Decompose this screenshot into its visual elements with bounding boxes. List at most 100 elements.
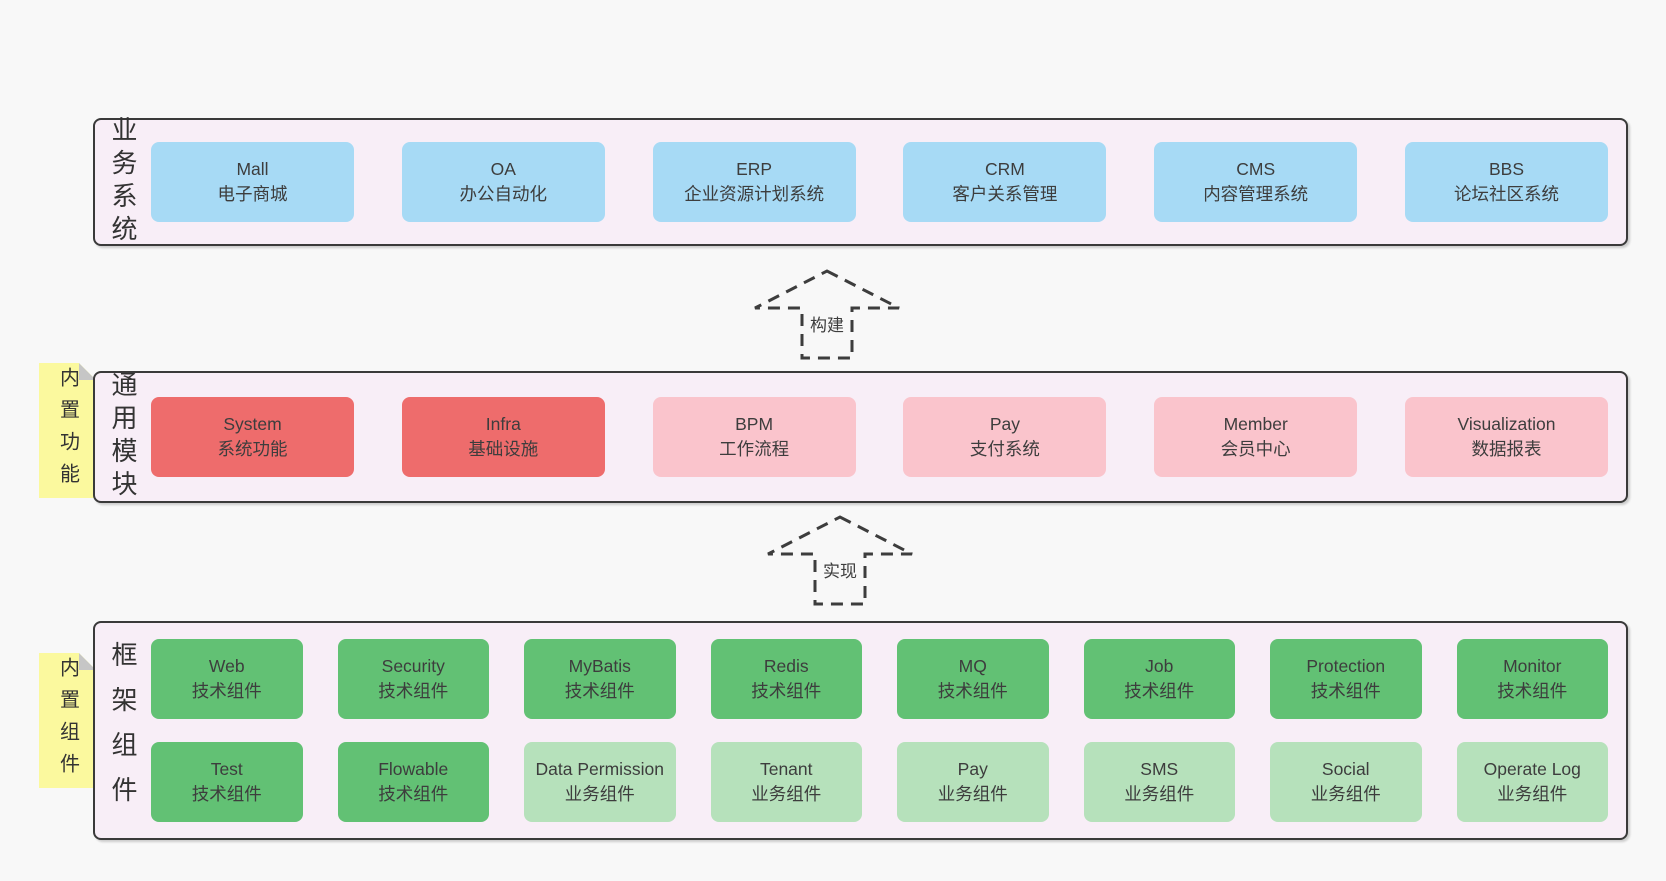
box-name: Pay [989, 413, 1020, 434]
box-name: Security [381, 655, 445, 676]
business-boxes-row: Mall 电子商城 OA 办公自动化 ERP 企业资源计划系统 CRM 客户关系… [151, 120, 1626, 244]
box-desc: 论坛社区系统 [1453, 184, 1559, 204]
box-mybatis: MyBatis 技术组件 [524, 639, 676, 719]
build-arrow: 构建 [752, 268, 902, 360]
layer-components-label: 框架组件 [108, 640, 138, 821]
box-desc: 会员中心 [1220, 439, 1291, 459]
box-tenant: Tenant 业务组件 [710, 742, 862, 822]
box-desc: 办公自动化 [459, 184, 548, 204]
box-name: Job [1145, 655, 1174, 676]
box-desc: 技术组件 [937, 681, 1008, 701]
box-protection: Protection 技术组件 [1270, 639, 1422, 719]
box-visualization: Visualization 数据报表 [1404, 397, 1608, 477]
box-name: Redis [763, 655, 809, 676]
box-pay-component: Pay 业务组件 [897, 742, 1049, 822]
box-mall: Mall 电子商城 [151, 142, 354, 222]
box-data-permission: Data Permission 业务组件 [524, 742, 676, 822]
box-name: CMS [1236, 158, 1276, 179]
box-oa: OA 办公自动化 [401, 142, 605, 222]
layer-common-modules: 通用模块 System 系统功能 Infra 基础设施 BPM 工作流程 Pay… [93, 371, 1628, 503]
layer-label-column: 框架组件 [95, 623, 151, 838]
box-operate-log: Operate Log 业务组件 [1456, 742, 1608, 822]
box-pay-module: Pay 支付系统 [903, 397, 1107, 477]
box-desc: 客户关系管理 [952, 184, 1058, 204]
box-bbs: BBS 论坛社区系统 [1404, 142, 1608, 222]
box-desc: 电子商城 [217, 184, 288, 204]
box-desc: 支付系统 [969, 439, 1040, 459]
box-security: Security 技术组件 [337, 639, 489, 719]
sticky-note-builtin-features: 内置功能 [39, 363, 96, 498]
box-desc: 企业资源计划系统 [684, 184, 825, 204]
box-name: Member [1223, 413, 1288, 434]
box-system: System 系统功能 [151, 397, 354, 477]
component-boxes-grid: Web 技术组件 Security 技术组件 MyBatis 技术组件 Redi… [151, 623, 1626, 838]
box-member: Member 会员中心 [1154, 397, 1358, 477]
layer-label-column: 业务系统 [95, 116, 151, 248]
box-desc: 业务组件 [751, 784, 822, 804]
box-desc: 系统功能 [217, 439, 288, 459]
box-bpm: BPM 工作流程 [652, 397, 856, 477]
note-text: 内置功能 [56, 366, 79, 495]
box-name: Flowable [378, 758, 449, 779]
box-name: Web [208, 655, 245, 676]
box-desc: 技术组件 [751, 681, 822, 701]
implement-arrow: 实现 [765, 514, 915, 606]
layer-framework-components: 框架组件 Web 技术组件 Security 技术组件 MyBatis 技术组件… [93, 621, 1628, 840]
box-name: Operate Log [1483, 758, 1581, 779]
module-boxes-row: System 系统功能 Infra 基础设施 BPM 工作流程 Pay 支付系统… [151, 373, 1626, 501]
box-web: Web 技术组件 [151, 639, 303, 719]
layer-business-systems: 业务系统 Mall 电子商城 OA 办公自动化 ERP 企业资源计划系统 CRM… [93, 116, 1628, 248]
box-name: Test [210, 758, 243, 779]
box-desc: 业务组件 [1497, 784, 1568, 804]
box-crm: CRM 客户关系管理 [903, 142, 1107, 222]
box-mq: MQ 技术组件 [897, 639, 1049, 719]
box-name: Visualization [1457, 413, 1556, 434]
box-desc: 数据报表 [1471, 439, 1542, 459]
box-name: Data Permission [535, 758, 664, 779]
box-desc: 技术组件 [1310, 681, 1381, 701]
box-name: Protection [1306, 655, 1386, 676]
layer-business-label: 业务系统 [108, 116, 138, 248]
box-desc: 内容管理系统 [1203, 184, 1309, 204]
note-text: 内置组件 [56, 656, 79, 785]
layer-modules-label: 通用模块 [108, 371, 138, 503]
box-name: MQ [958, 655, 987, 676]
box-desc: 基础设施 [468, 439, 539, 459]
box-flowable: Flowable 技术组件 [337, 742, 489, 822]
layer-label-column: 通用模块 [95, 371, 151, 503]
box-name: OA [490, 158, 516, 179]
box-name: System [223, 413, 282, 434]
box-desc: 业务组件 [564, 784, 635, 804]
box-name: BPM [735, 413, 774, 434]
box-monitor: Monitor 技术组件 [1456, 639, 1608, 719]
box-name: BBS [1488, 158, 1524, 179]
box-social: Social 业务组件 [1270, 742, 1422, 822]
box-desc: 业务组件 [1124, 784, 1195, 804]
box-name: Social [1321, 758, 1370, 779]
box-sms: SMS 业务组件 [1083, 742, 1235, 822]
box-desc: 技术组件 [1124, 681, 1195, 701]
box-job: Job 技术组件 [1083, 639, 1235, 719]
box-erp: ERP 企业资源计划系统 [652, 142, 856, 222]
box-name: ERP [736, 158, 773, 179]
box-name: CRM [984, 158, 1025, 179]
box-name: Monitor [1503, 655, 1562, 676]
box-name: Infra [485, 413, 521, 434]
box-name: MyBatis [568, 655, 631, 676]
box-name: Mall [236, 158, 269, 179]
box-name: Pay [957, 758, 988, 779]
box-desc: 业务组件 [937, 784, 1008, 804]
build-arrow-label: 构建 [805, 310, 849, 337]
implement-arrow-label: 实现 [818, 556, 862, 583]
box-desc: 技术组件 [191, 681, 262, 701]
box-desc: 工作流程 [719, 439, 790, 459]
box-desc: 技术组件 [1497, 681, 1568, 701]
box-desc: 技术组件 [191, 784, 262, 804]
box-cms: CMS 内容管理系统 [1154, 142, 1358, 222]
box-desc: 技术组件 [378, 681, 449, 701]
box-desc: 技术组件 [378, 784, 449, 804]
box-name: SMS [1140, 758, 1179, 779]
box-test: Test 技术组件 [151, 742, 303, 822]
box-infra: Infra 基础设施 [401, 397, 605, 477]
